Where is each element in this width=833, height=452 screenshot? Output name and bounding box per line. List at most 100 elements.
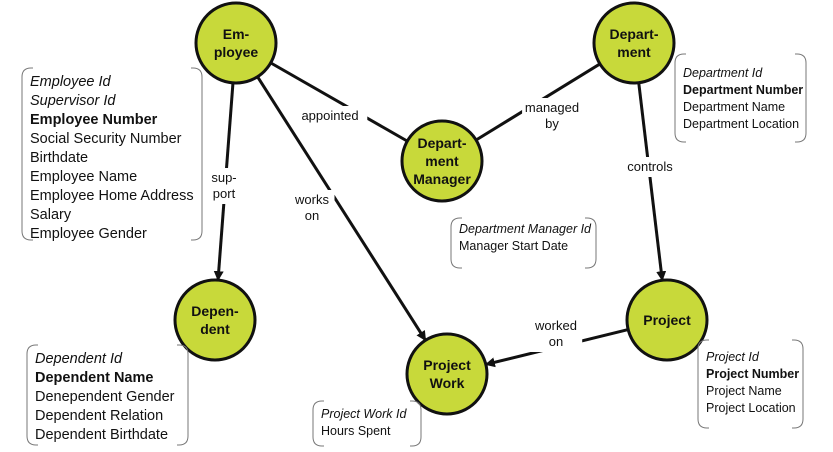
edge-label-line: works — [294, 192, 329, 207]
attribute-field: Dependent Relation — [35, 408, 163, 424]
attribute-primary-key: Department Number — [683, 83, 803, 97]
attribute-field: Birthdate — [30, 150, 88, 166]
entity-dependent: Depen-dent — [173, 278, 257, 362]
box-bracket-right — [585, 217, 597, 269]
box-bracket-left — [21, 67, 33, 241]
edge-line-works-on — [256, 75, 427, 342]
attribute-foreign-key: Dependent Id — [35, 351, 123, 367]
attribute-foreign-key: Department Id — [683, 66, 763, 80]
attribute-primary-key: Project Number — [706, 367, 799, 381]
edge-label-line: worked — [534, 318, 577, 333]
edge-label-bg — [522, 98, 582, 134]
box-bracket-left — [26, 344, 38, 446]
edge-appointed: appointed — [269, 61, 408, 142]
edge-label-bg — [289, 190, 335, 226]
edge-label-appointed: appointed — [301, 108, 358, 123]
box-bracket-right — [177, 344, 189, 446]
entity-label-line: Manager — [413, 171, 471, 187]
attribute-field: Department Name — [683, 100, 785, 114]
box-bracket-left — [450, 217, 462, 269]
department-attrs: Department Id Department NumberDepartment… — [674, 53, 807, 143]
entity-circle-project — [625, 278, 709, 362]
edge-label-support: sup-port — [211, 170, 236, 201]
entity-circle-department-manager — [400, 119, 484, 203]
edge-label-line: appointed — [301, 108, 358, 123]
edge-label-line: sup- — [211, 170, 236, 185]
box-bracket-right — [410, 400, 422, 447]
attribute-primary-key: Employee Number — [30, 112, 158, 128]
attribute-primary-key: Dependent Name — [35, 370, 153, 386]
box-bracket-right — [795, 53, 807, 143]
entity-label-line: Project — [423, 357, 471, 373]
edge-line-appointed — [269, 61, 408, 142]
entity-label-line: Em- — [223, 26, 250, 42]
entity-employee: Em-ployee — [194, 1, 278, 85]
entity-label-line: Depart- — [417, 135, 466, 151]
edge-label-bg — [616, 157, 684, 177]
attribute-foreign-key: Supervisor Id — [30, 93, 116, 109]
edge-label-line: by — [545, 116, 559, 131]
edge-label-bg — [292, 106, 368, 126]
department-manager-attrs: Department Manager Id Manager Start Date — [450, 217, 597, 269]
attribute-field: Employee Home Address — [30, 188, 194, 204]
entity-circle-employee — [194, 1, 278, 85]
entity-label-line: Work — [430, 375, 465, 391]
edge-label-bg — [205, 168, 243, 204]
box-bracket-left — [697, 339, 709, 429]
entity-circle-dependent — [173, 278, 257, 362]
entity-label-project: Project — [643, 312, 691, 328]
attribute-field: Salary — [30, 207, 72, 223]
box-bracket-left — [312, 400, 324, 447]
entity-label-line: ment — [617, 44, 651, 60]
entity-label-line: ployee — [214, 44, 259, 60]
employee-attrs: Employee Id Supervisor Id Employee NumberS… — [21, 67, 203, 242]
attribute-field: Denependent Gender — [35, 389, 175, 405]
edge-label-line: port — [213, 186, 236, 201]
edge-label-line: on — [549, 334, 563, 349]
attribute-foreign-key: Project Work Id — [321, 407, 407, 421]
attribute-foreign-key: Department Manager Id — [459, 222, 592, 236]
entity-circle-department — [592, 1, 676, 85]
attribute-field: Hours Spent — [321, 424, 391, 438]
entity-label-line: ment — [425, 153, 459, 169]
attribute-field: Department Location — [683, 117, 799, 131]
edge-label-bg — [529, 316, 583, 352]
edge-controls: controls — [616, 82, 684, 282]
edge-label-line: managed — [525, 100, 579, 115]
entity-department: Depart-ment — [592, 1, 676, 85]
edge-support: sup-port — [205, 82, 243, 282]
entity-label-department: Depart-ment — [609, 26, 658, 60]
entity-label-line: Project — [643, 312, 691, 328]
attribute-field: Project Location — [706, 401, 796, 415]
entity-label-line: dent — [200, 321, 230, 337]
attribute-foreign-key: Project Id — [706, 350, 760, 364]
entity-label-line: Depen- — [191, 303, 239, 319]
edge-label-line: controls — [627, 159, 673, 174]
attribute-boxes-layer: Employee Id Supervisor Id Employee NumberS… — [21, 53, 807, 447]
entity-label-line: Depart- — [609, 26, 658, 42]
attribute-field: Project Name — [706, 384, 782, 398]
entity-circle-project-work — [405, 332, 489, 416]
box-bracket-right — [792, 339, 804, 429]
attribute-field: Employee Name — [30, 169, 137, 185]
attribute-field: Employee Gender — [30, 226, 147, 242]
box-bracket-left — [674, 53, 686, 143]
attribute-field: Social Security Number — [30, 131, 182, 147]
attribute-foreign-key: Employee Id — [30, 74, 112, 90]
box-bracket-right — [191, 67, 203, 241]
attribute-field: Dependent Birthdate — [35, 427, 168, 443]
attribute-field: Manager Start Date — [459, 239, 568, 253]
